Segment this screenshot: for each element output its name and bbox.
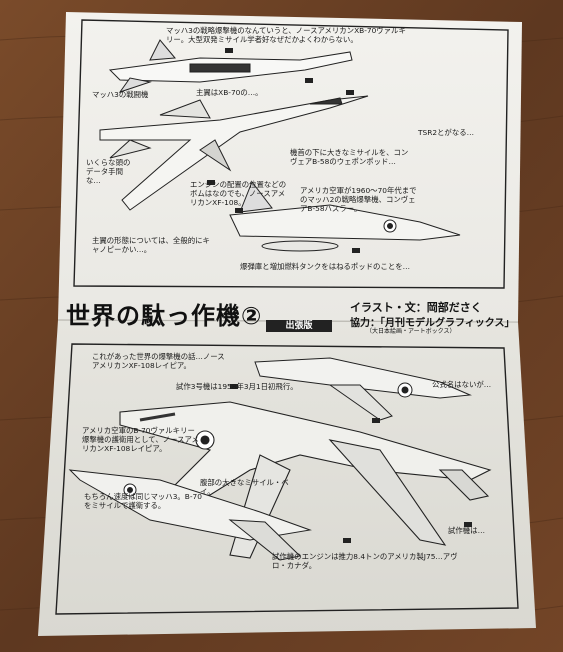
note-top-1: 主翼はXB-70の…。 xyxy=(196,88,263,97)
note-top-7: TSR2とがなる… xyxy=(418,128,474,137)
note-bottom-1: 試作3号機は1958年3月1日初飛行。 xyxy=(176,382,298,391)
callout-flags-bottom xyxy=(230,384,472,543)
note-top-3: エンジンの配置の位置などのボムはなのでも、ノースアメリカンXF-108。 xyxy=(190,180,287,208)
note-top-9: 爆弾庫と増加燃料タンクをはねるポッドのことを… xyxy=(240,262,410,271)
note-top-6: アメリカ空軍が1960～70年代までのマッハ2の戦略爆撃機、コンヴェアB-58ハ… xyxy=(300,186,417,214)
note-bottom-3: もちろん速度は同じマッハ3。B-70をミサイルで護衛する。 xyxy=(84,492,202,511)
upper-frame xyxy=(73,19,509,289)
publisher-credit: （大日本絵画・アートボックス） xyxy=(366,328,456,335)
note-top-2: マッハ3の戦闘機 xyxy=(92,90,149,99)
note-bottom-2: アメリカ空軍のB-70ヴァルキリー爆撃機の護衛用として、ノースアメリカンXF-1… xyxy=(82,426,199,454)
aircraft-xf108-planform xyxy=(99,95,369,211)
illustration-credit: イラスト・文：岡部ださく xyxy=(350,301,482,314)
note-bottom-5: 試作機のエンジンは推力8.4トンのアメリカ製J75…アヴロ・カナダ。 xyxy=(272,552,458,571)
callout-flags-top xyxy=(207,48,360,253)
note-bottom-0: これがあった世界の爆撃機の話…ノースアメリカンXF-108レイピア。 xyxy=(92,352,225,371)
title-band: 世界の駄っ作機② 出張版 イラスト・文：岡部ださく 協力：「月刊モデルグラフィッ… xyxy=(66,294,515,335)
note-top-0: マッハ3の戦略爆撃機のなんていうと、ノースアメリカンXB-70ヴァルキリー。大型… xyxy=(166,26,406,45)
title-badge: 出張版 xyxy=(266,320,332,332)
aircraft-xf108-top-view xyxy=(254,357,472,421)
aircraft-xf108-side-lower xyxy=(68,469,312,561)
lower-frame xyxy=(55,343,519,615)
note-top-8: 機首の下に大きなミサイルを、コンヴェアB-58のウェポンポッド… xyxy=(290,148,409,167)
aircraft-xb70-top xyxy=(108,39,353,93)
paper-lower-panel xyxy=(38,320,536,636)
cooperation-credit: 協力：「月刊モデルグラフィックス」 xyxy=(350,318,515,329)
note-bottom-7: 試作機は… xyxy=(448,526,485,535)
note-top-4: いくらな頭のデータ手間な… xyxy=(86,158,131,186)
paper-upper-panel xyxy=(58,12,522,322)
page-title: 世界の駄っ作機② xyxy=(66,302,263,330)
aircraft-b58-side xyxy=(229,180,461,252)
note-bottom-4: 腹部の大きなミサイル・ベイ。 xyxy=(200,478,289,497)
note-top-5: 主翼の形態については、全般的にキャノピーかい…。 xyxy=(92,236,210,255)
note-bottom-6: 公式名はないが… xyxy=(432,380,492,389)
